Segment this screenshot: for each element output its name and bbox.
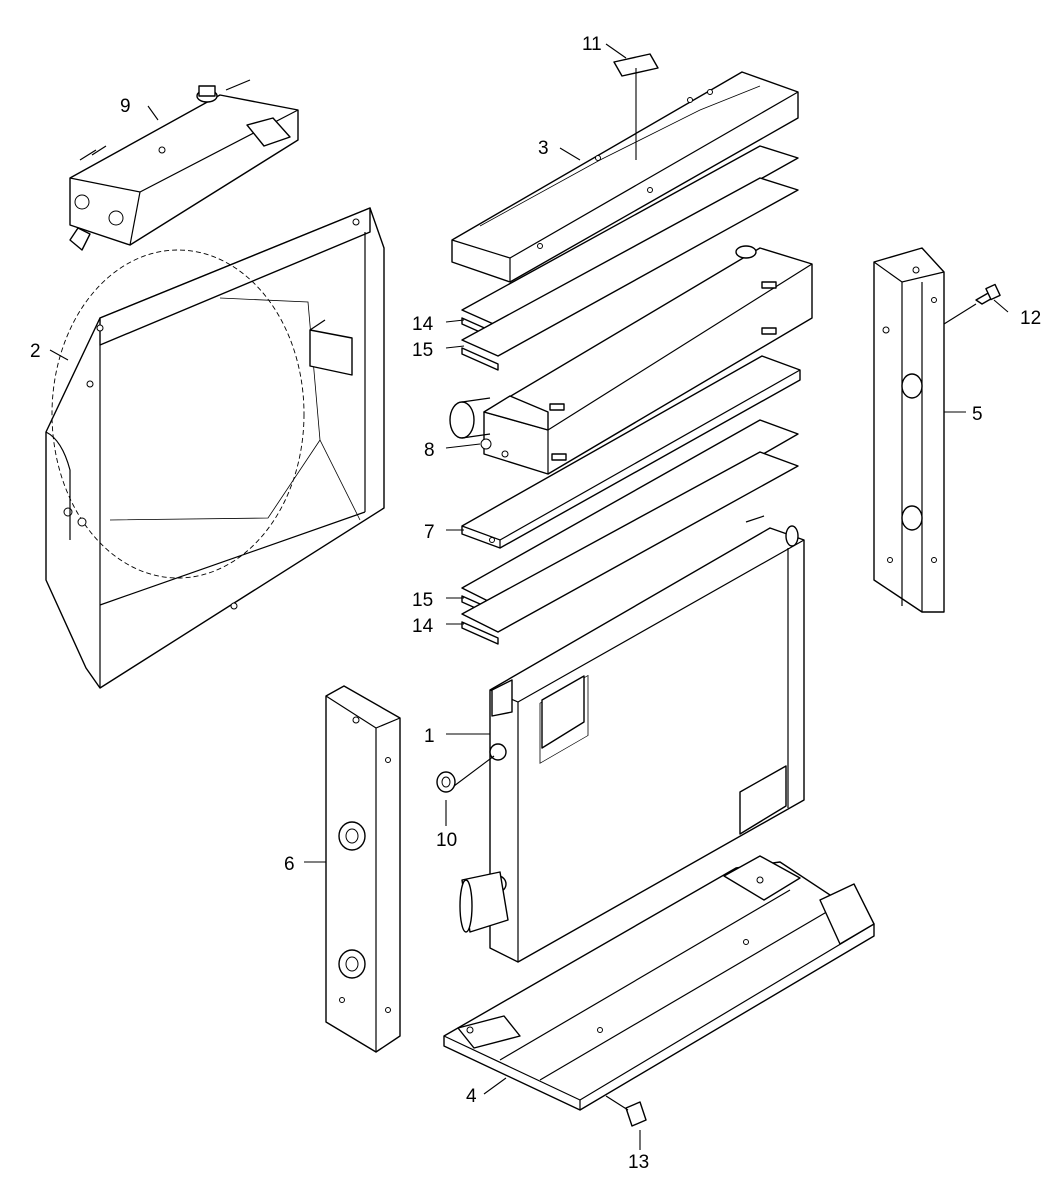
top-cover	[451, 71, 799, 283]
callout-12: 12	[1020, 308, 1041, 329]
callout-labels: 11 3 9 2 14 15 8 7 15 14 1 5 12 6 10 4 1…	[30, 34, 1041, 1173]
label-decal	[613, 53, 659, 77]
callout-3: 3	[538, 138, 549, 159]
callout-15-lower: 15	[412, 590, 433, 611]
oil-cooler	[449, 245, 813, 475]
lower-channel	[461, 355, 801, 549]
callout-7: 7	[424, 522, 435, 543]
callout-9: 9	[120, 96, 131, 117]
callout-4: 4	[466, 1086, 477, 1107]
bolt-13	[605, 1095, 647, 1127]
upper-screen-pair	[461, 145, 799, 371]
callout-14-upper: 14	[412, 314, 434, 335]
lower-screen-pair	[461, 419, 799, 645]
o-ring	[436, 771, 456, 793]
bolt-12	[975, 283, 1001, 305]
callout-15-upper: 15	[412, 340, 433, 361]
left-side-bracket	[325, 685, 401, 1053]
callout-10: 10	[436, 830, 457, 851]
callout-1: 1	[424, 726, 435, 747]
callout-2: 2	[30, 341, 41, 362]
callout-8: 8	[424, 440, 435, 461]
radiator-core	[459, 515, 805, 963]
base-frame	[443, 855, 875, 1111]
right-side-bracket	[873, 247, 945, 613]
leader-lines	[49, 43, 1009, 1150]
callout-6: 6	[284, 854, 295, 875]
fan-shroud	[45, 207, 385, 689]
callout-13: 13	[628, 1152, 649, 1173]
reservoir-tank	[69, 79, 299, 251]
callout-5: 5	[972, 404, 983, 425]
callout-14-lower: 14	[412, 616, 434, 637]
callout-11: 11	[582, 34, 602, 55]
